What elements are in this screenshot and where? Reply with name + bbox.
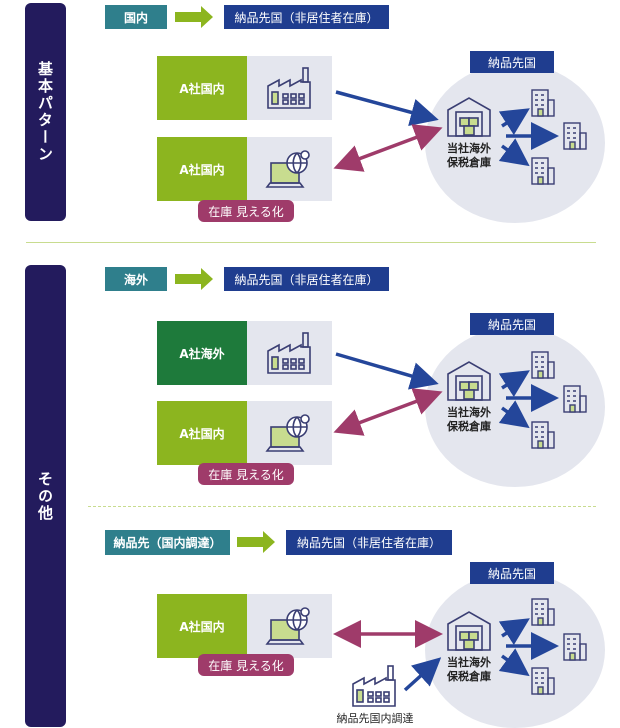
s3-warehouse-label: 当社海外 保税倉庫 <box>447 656 491 683</box>
s2-visibility-arrow <box>333 388 443 436</box>
s2-company-top: A社海外 <box>157 321 247 385</box>
s2-company-bottom-label: A社国内 <box>179 426 225 441</box>
s1-to-label: 納品先国（非居住者在庫） <box>234 10 379 25</box>
laptop-globe-icon <box>264 150 310 188</box>
building-icon <box>563 633 587 661</box>
s1-inventory-label: 在庫 見える化 <box>208 204 284 219</box>
s3-company-label: A社国内 <box>179 619 225 634</box>
s2-from-box: 海外 <box>105 267 167 291</box>
s2-flow-arrow <box>175 268 213 290</box>
building-icon <box>563 385 587 413</box>
s1-factory-panel <box>247 56 332 120</box>
s2-supply-arrow <box>335 352 439 390</box>
s3-from-label: 納品先（国内調達） <box>113 536 222 550</box>
s2-inventory-badge: 在庫 見える化 <box>198 463 294 485</box>
s3-laptop-panel <box>247 594 332 658</box>
section-divider <box>26 242 596 243</box>
warehouse-icon <box>447 97 491 137</box>
side-label-other: その他 <box>25 265 66 727</box>
warehouse-icon <box>447 611 491 651</box>
s3-local-factory-label: 納品先国内調達 <box>336 712 414 725</box>
side-label-basic: 基本パターン <box>25 3 66 221</box>
s1-flow-arrow <box>175 6 213 28</box>
building-icon <box>531 598 555 626</box>
building-icon <box>563 122 587 150</box>
s3-inventory-badge: 在庫 見える化 <box>198 654 294 676</box>
s1-supply-arrow <box>335 90 439 127</box>
laptop-globe-icon <box>264 414 310 452</box>
s2-dest-box: 納品先国 <box>470 313 554 335</box>
s1-dest-box: 納品先国 <box>470 51 554 73</box>
factory-icon <box>266 67 311 109</box>
building-icon <box>531 421 555 449</box>
building-icon <box>531 157 555 185</box>
s2-to-box: 納品先国（非居住者在庫） <box>224 267 389 291</box>
s1-company-top: A社国内 <box>157 56 247 120</box>
local-factory-icon <box>352 665 396 707</box>
section-dashed-divider <box>88 506 596 507</box>
s3-inventory-label: 在庫 見える化 <box>208 658 284 673</box>
s2-company-bottom: A社国内 <box>157 401 247 465</box>
s3-to-label: 納品先国（非居住者在庫） <box>296 536 441 550</box>
s2-to-label: 納品先国（非居住者在庫） <box>234 272 379 287</box>
building-icon <box>531 89 555 117</box>
s1-company-bottom-label: A社国内 <box>179 162 225 177</box>
s1-from-box: 国内 <box>105 5 167 29</box>
s3-flow-arrow <box>237 531 275 553</box>
s1-to-box: 納品先国（非居住者在庫） <box>224 5 389 29</box>
warehouse-icon <box>447 361 491 401</box>
s2-laptop-panel <box>247 401 332 465</box>
s2-inventory-label: 在庫 見える化 <box>208 467 284 482</box>
building-icon <box>531 351 555 379</box>
side-label-other-text: その他 <box>36 470 54 522</box>
s2-factory-panel <box>247 321 332 385</box>
s1-from-label: 国内 <box>123 10 148 25</box>
s1-warehouse-label: 当社海外 保税倉庫 <box>447 142 491 169</box>
s1-inventory-badge: 在庫 見える化 <box>198 200 294 222</box>
s1-company-bottom: A社国内 <box>157 137 247 201</box>
s1-dest-label: 納品先国 <box>487 55 536 70</box>
factory-icon <box>266 332 311 374</box>
s3-from-box: 納品先（国内調達） <box>105 530 230 555</box>
s3-to-box: 納品先国（非居住者在庫） <box>286 530 452 555</box>
s3-local-supply-arrow <box>403 657 442 692</box>
side-label-basic-text: 基本パターン <box>36 61 54 163</box>
s3-dest-box: 納品先国 <box>470 562 554 584</box>
s1-company-top-label: A社国内 <box>179 81 225 96</box>
s2-company-top-label: A社海外 <box>179 346 225 361</box>
s1-laptop-panel <box>247 137 332 201</box>
s2-from-label: 海外 <box>123 272 148 287</box>
s1-visibility-arrow <box>333 124 443 172</box>
s3-dest-label: 納品先国 <box>487 566 536 581</box>
s3-company: A社国内 <box>157 594 247 658</box>
laptop-globe-icon <box>264 607 310 645</box>
building-icon <box>531 667 555 695</box>
s2-dest-label: 納品先国 <box>487 317 536 332</box>
s2-warehouse-label: 当社海外 保税倉庫 <box>447 406 491 433</box>
